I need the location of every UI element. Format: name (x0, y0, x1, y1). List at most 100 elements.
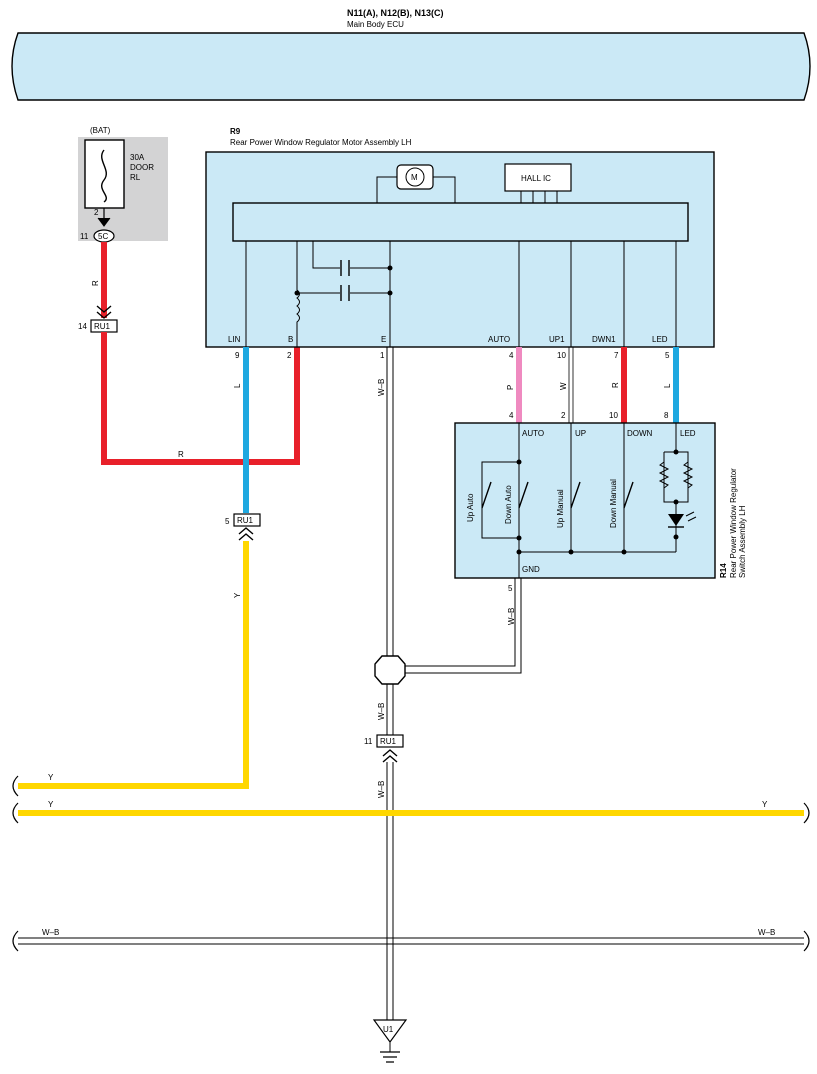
ru1-a-chevron-icon (96, 305, 112, 319)
junction-dot (516, 535, 522, 541)
wire-label-l-lin: L (233, 383, 242, 388)
fuse-pin: 2 (94, 208, 99, 217)
wire-wb-gnd-a (405, 578, 516, 667)
terminal-label: UP (575, 429, 586, 438)
ground-label: U1 (383, 1025, 394, 1034)
wire-wb-gnd-b (405, 578, 522, 674)
led-light-icon (685, 511, 697, 522)
bus-break-icon (12, 802, 19, 824)
ru1-a-pin: 14 (78, 322, 87, 331)
bus-break-icon (12, 775, 19, 797)
pin-number: 5 (508, 584, 513, 593)
pin-number: 2 (287, 351, 292, 360)
switch-name-2: Switch Assembly LH (738, 505, 747, 578)
motor-box (205, 151, 715, 348)
wire-label-p: P (506, 385, 515, 390)
terminal-label: AUTO (488, 335, 510, 344)
ru1-b-pin: 5 (225, 517, 230, 526)
ru1-b-chevron-icon (238, 527, 254, 541)
terminal-label: B (288, 335, 293, 344)
wire-label-y-bus2-right: Y (762, 800, 768, 809)
fuse-source: (BAT) (90, 126, 111, 135)
bus-break-icon (803, 802, 810, 824)
fuse-arrow-icon (97, 217, 111, 227)
terminal-label: UP1 (549, 335, 565, 344)
pin-number: 2 (561, 411, 566, 420)
led-resistor-frame (663, 451, 689, 503)
wire-label-w: W (559, 382, 568, 390)
junction-dot (387, 265, 393, 271)
switch-contact-label: Down Auto (504, 485, 513, 524)
splice-point-icon (374, 655, 406, 685)
ru1-b-box (233, 513, 261, 527)
ecu-code: N11(A), N12(B), N13(C) (347, 8, 444, 18)
wire-label-r-fuse: R (91, 280, 100, 286)
pin-number: 1 (380, 351, 385, 360)
junction-label: 5C (98, 232, 108, 241)
inductor-icon (296, 289, 300, 347)
junction-dot (673, 534, 679, 540)
pin-number: 9 (235, 351, 240, 360)
wire-label-wb-bus-left: W–B (42, 928, 59, 937)
wire-r-bottom (101, 332, 300, 465)
junction-dot (294, 290, 300, 296)
junction-dot (568, 549, 574, 555)
junction-dot (516, 549, 522, 555)
wire-label-r-bottom: R (178, 450, 184, 459)
terminal-label: LED (652, 335, 668, 344)
wire-label-wb-low: W–B (377, 781, 386, 798)
fuse-icon (101, 149, 107, 203)
junction-pin: 11 (80, 232, 89, 241)
ru1-a-label: RU1 (94, 322, 111, 331)
ru1-c-box (376, 734, 404, 748)
pin-number: 4 (509, 411, 514, 420)
wire-label-wb-e: W–B (377, 379, 386, 396)
wire-y-vertical (18, 541, 249, 789)
hall-ic-label: HALL IC (521, 174, 551, 183)
junction-dot (516, 459, 522, 465)
terminal-label: E (381, 335, 386, 344)
wire-label-l-led: L (663, 383, 672, 388)
motor-lead-2 (433, 176, 456, 203)
ru1-c-chevron-icon (382, 749, 398, 763)
junction-dot (673, 499, 679, 505)
terminal-label: GND (522, 565, 540, 574)
junction-dot (621, 549, 627, 555)
wire-label-y-bus1: Y (48, 773, 54, 782)
motor-name: Rear Power Window Regulator Motor Assemb… (230, 138, 412, 147)
motor-lead (376, 176, 397, 203)
ground-icon (380, 1051, 400, 1063)
cap1-left-lead (312, 241, 340, 269)
switch-code: R14 (719, 563, 728, 578)
led-icon (668, 514, 684, 526)
pin-number: 10 (609, 411, 618, 420)
terminal-label: LED (680, 429, 696, 438)
pin-number: 8 (664, 411, 669, 420)
motor-controller (232, 202, 689, 242)
switch-contact-label: Down Manual (609, 479, 618, 528)
junction-dot (387, 290, 393, 296)
pin-number: 10 (557, 351, 566, 360)
junction-dot (673, 449, 679, 455)
ecu-box (11, 32, 811, 101)
fuse-name-2: RL (130, 173, 141, 182)
resistor-icon (682, 461, 694, 489)
sw-up-auto-loop (481, 461, 519, 539)
fuse-rating: 30A (130, 153, 145, 162)
switch-contact-label: Up Auto (466, 493, 475, 522)
fuse-name-1: DOOR (130, 163, 154, 172)
switch-contact-up-auto (481, 481, 492, 509)
ru1-c-pin: 11 (364, 737, 373, 746)
resistor-icon (658, 461, 670, 489)
motor-code: R9 (230, 127, 241, 136)
wire-label-wb-gnd: W–B (507, 608, 516, 625)
switch-contact-up-manual (570, 481, 581, 509)
switch-name-1: Rear Power Window Regulator (729, 468, 738, 578)
hall-ic-box (504, 163, 572, 192)
wire-label-y-bus2-left: Y (48, 800, 54, 809)
wire-label-wb-mid: W–B (377, 703, 386, 720)
switch-contact-down-manual (623, 481, 634, 509)
wire-label-y-vert: Y (233, 592, 242, 598)
terminal-label: DOWN (627, 429, 653, 438)
